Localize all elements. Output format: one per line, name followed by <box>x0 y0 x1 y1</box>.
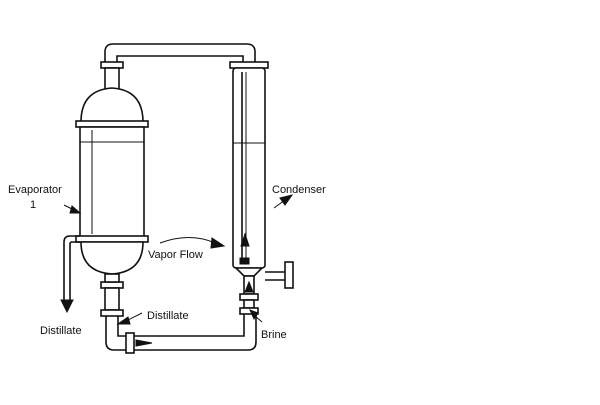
brine-label: Brine <box>261 329 287 341</box>
distillate-left-label: Distillate <box>40 325 82 337</box>
pointer-arrows <box>63 194 294 325</box>
vapor-flow-label: Vapor Flow <box>148 249 203 261</box>
condenser-label: Condenser <box>272 184 326 196</box>
evaporator-vessel <box>75 61 149 317</box>
bottom-return-pipe <box>105 314 257 354</box>
top-vapor-pipe <box>104 43 256 62</box>
evaporator-number-label: 1 <box>30 199 36 211</box>
condenser-column <box>229 61 294 315</box>
bottom-valve <box>125 332 135 354</box>
evaporator-label: Evaporator <box>8 184 62 196</box>
distillate-drain-pipe <box>60 235 80 314</box>
distillate-right-label: Distillate <box>147 310 189 322</box>
